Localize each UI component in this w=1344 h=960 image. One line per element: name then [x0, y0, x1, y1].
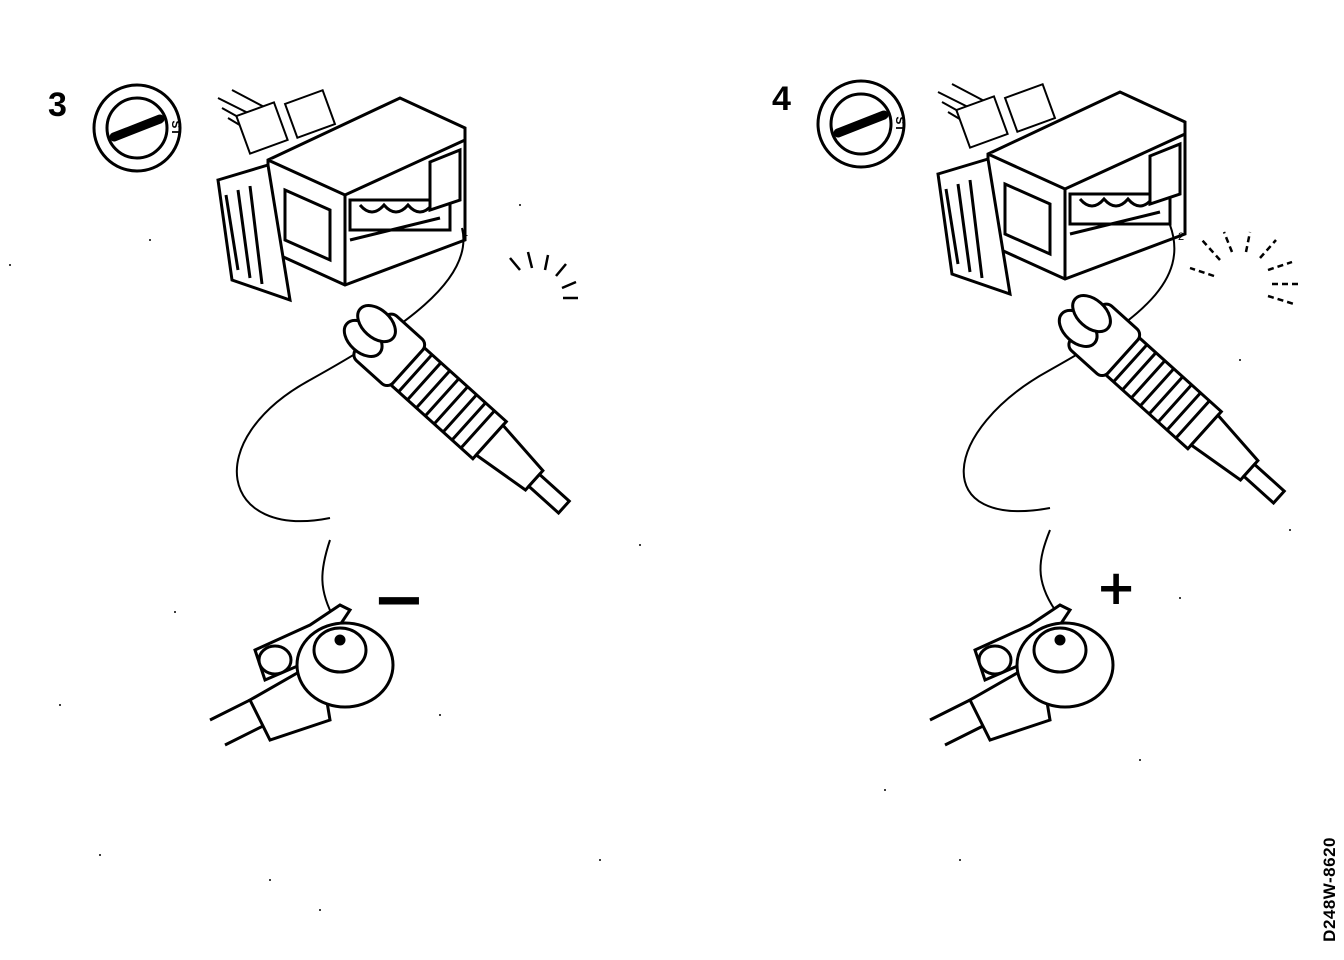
- test-lamp-icon: [1057, 231, 1300, 506]
- ground-lead: [1039, 529, 1056, 611]
- step-number: 4: [772, 80, 791, 118]
- print-specks: [9, 204, 641, 911]
- step-illustration: ST 2: [816, 79, 1300, 861]
- battery-terminal-icon: [209, 603, 395, 747]
- connector-icon: [216, 96, 467, 303]
- pin-label: 2: [1178, 231, 1184, 243]
- step-panel-4: 4 ST 2: [720, 0, 1344, 960]
- connector-icon: [936, 90, 1187, 297]
- lamp-glow-rays: [1189, 231, 1300, 306]
- probe-lead: [962, 224, 1176, 513]
- document-code: D248W-8620: [1320, 837, 1339, 942]
- step-number: 3: [48, 86, 67, 124]
- polarity-minus-sign: −: [372, 563, 426, 637]
- switch-position-label: ST: [893, 116, 907, 132]
- polarity-plus-sign: +: [1096, 560, 1137, 616]
- harness-wires: [937, 82, 1057, 149]
- probe-lead: [235, 227, 465, 523]
- battery-terminal-icon: [929, 603, 1115, 747]
- test-lamp-icon: [342, 251, 578, 516]
- step-illustration: ST 1: [9, 83, 641, 911]
- pin-label: 1: [462, 227, 468, 239]
- switch-position-label: ST: [169, 120, 183, 136]
- harness-wires: [217, 88, 337, 155]
- lamp-glow-rays: [509, 251, 578, 300]
- ignition-switch-icon: ST: [816, 79, 907, 169]
- step-panel-3: 3 ST 1: [9, 83, 641, 911]
- ignition-switch-icon: ST: [92, 83, 183, 173]
- print-specks: [884, 359, 1291, 861]
